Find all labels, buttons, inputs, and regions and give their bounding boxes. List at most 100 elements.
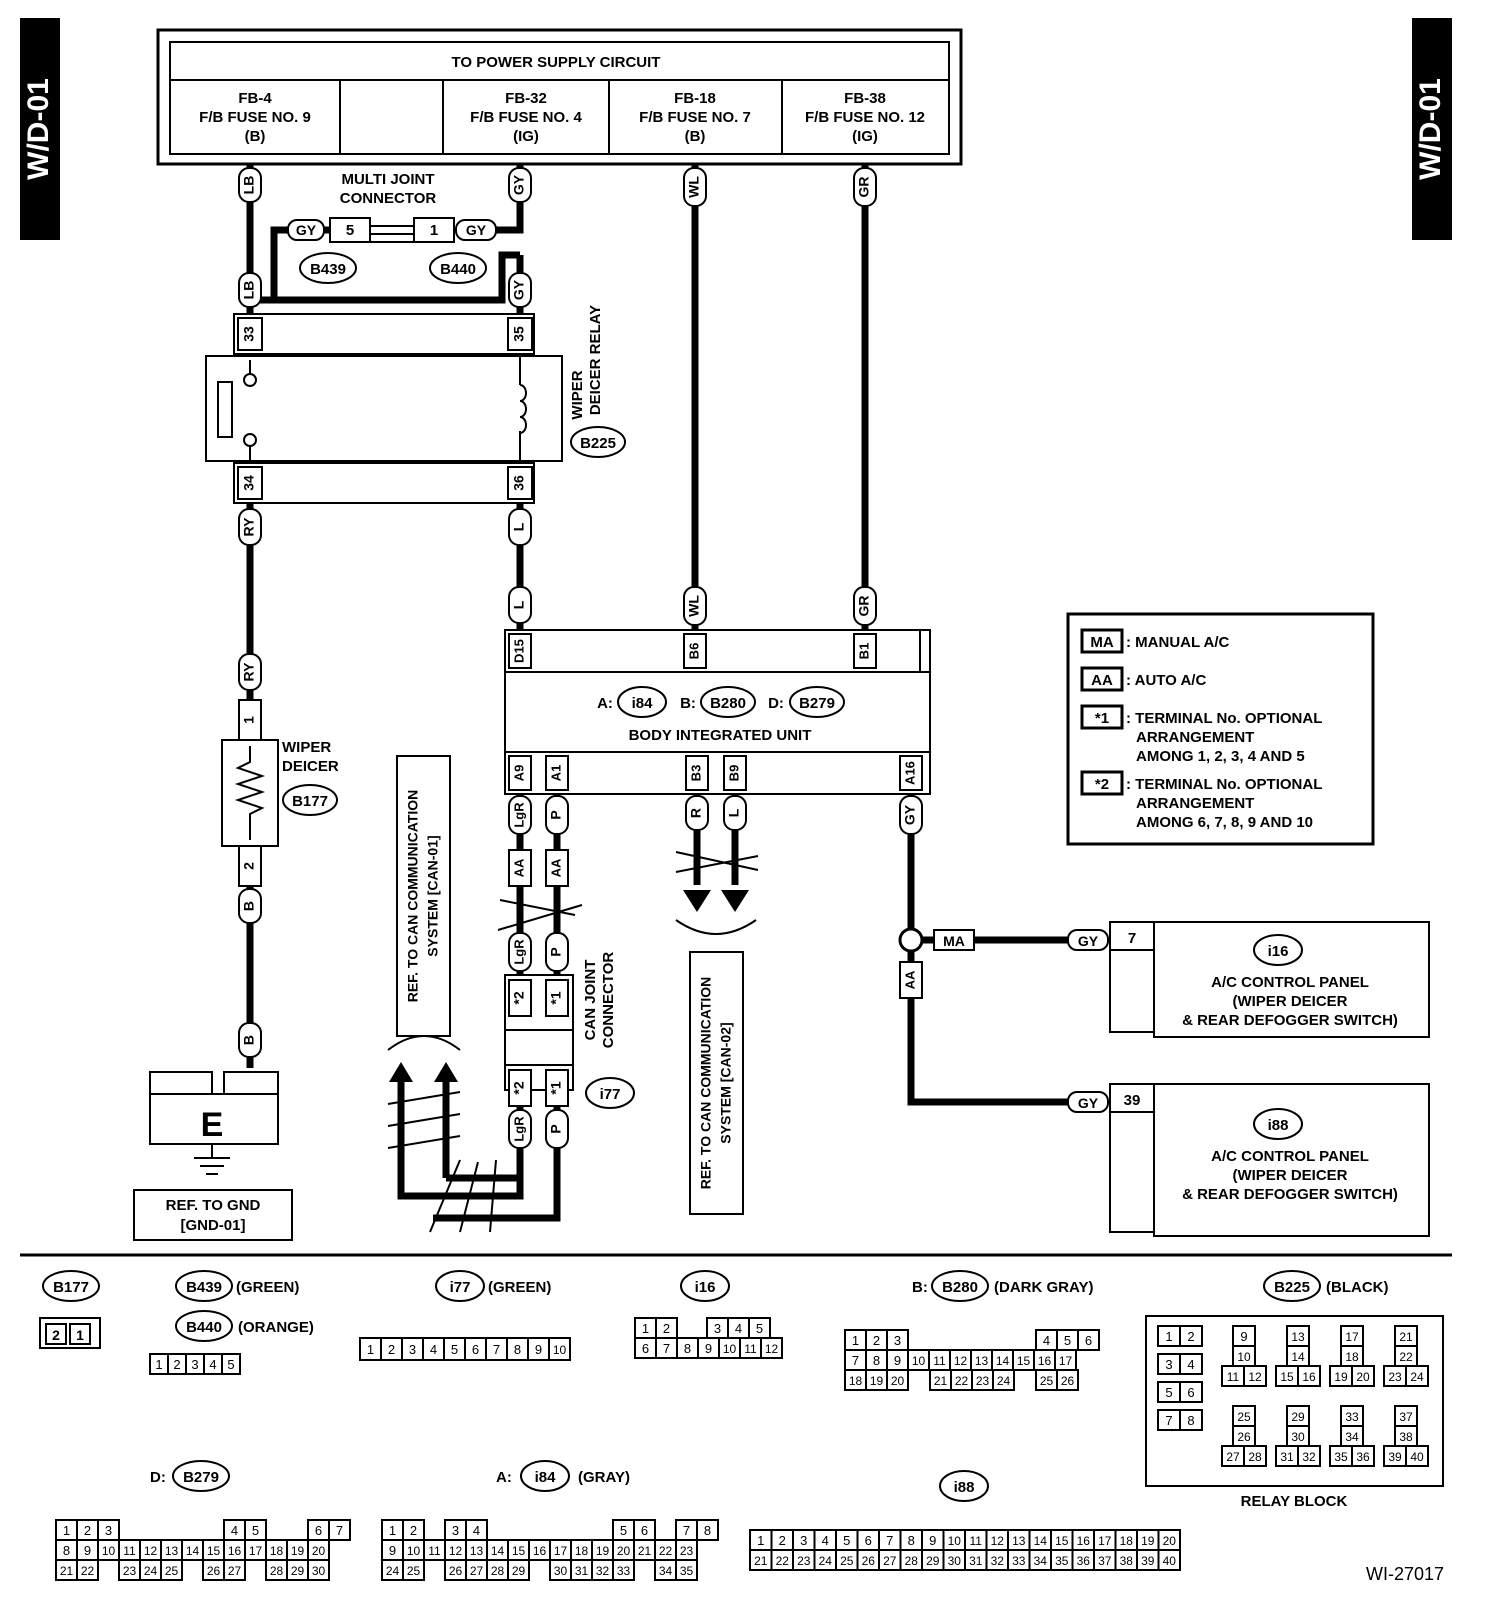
pin-cell (507, 1559, 530, 1581)
pin-number: 1 (1165, 1329, 1172, 1344)
pin-number: 32 (991, 1554, 1005, 1568)
pin-number: 27 (228, 1564, 242, 1578)
pin-number: 3 (714, 1321, 721, 1336)
wire-tag-b-deicer: B (241, 901, 257, 911)
can-ref-02: REF. TO CAN COMMUNICATION SYSTEM [CAN-02… (689, 951, 744, 1215)
pin-number: 24 (997, 1374, 1011, 1388)
pin-number: 7 (336, 1523, 343, 1538)
cv-b439-color: (GREEN) (236, 1279, 299, 1296)
pin-number: 22 (776, 1554, 790, 1568)
pin-number: 4 (1043, 1333, 1050, 1348)
pin-number: 1 (367, 1342, 374, 1357)
pin-number: 6 (865, 1533, 872, 1548)
pin-cell (1297, 1365, 1321, 1387)
pin-number: 35 (1334, 1450, 1348, 1464)
pin-number: 17 (249, 1544, 263, 1558)
pin-number: 6 (1085, 1333, 1092, 1348)
can-ref1-line1: REF. TO CAN COMMUNICATION (405, 790, 421, 1003)
pin-cell (548, 1337, 571, 1361)
pin-number: 19 (1334, 1370, 1348, 1384)
pin-number: 11 (970, 1534, 983, 1548)
pin-number: 5 (1064, 1333, 1071, 1348)
pin-cell (402, 1559, 425, 1581)
pin-number: 6 (1187, 1385, 1194, 1400)
pin-number: 11 (744, 1342, 757, 1356)
pin-number: 29 (512, 1564, 526, 1578)
biu-pin-d15: D15 (511, 639, 526, 663)
power-supply-title: TO POWER SUPPLY CIRCUIT (452, 54, 661, 71)
cv-b280-color: (DARK GRAY) (994, 1279, 1093, 1296)
ground-ref1: REF. TO GND (166, 1197, 261, 1214)
pin-number: 9 (389, 1543, 396, 1558)
pin-number: 2 (873, 1333, 880, 1348)
pin-number: 9 (929, 1533, 936, 1548)
biu-conn-a-prefix: A: (597, 695, 613, 712)
variant-ma: MA (943, 933, 965, 949)
wire-tags: LB LB GY GY WL GR RY RY L L WL GR B B Lg… (238, 167, 923, 1149)
pin-number: 19 (291, 1544, 305, 1558)
cv-b177-name: B177 (53, 1279, 89, 1296)
ac-panel-i88-line3: & REAR DEFOGGER SWITCH) (1182, 1186, 1398, 1203)
ground-letter: E (201, 1106, 224, 1144)
pin-number: 36 (1077, 1554, 1091, 1568)
pin-number: 18 (270, 1544, 284, 1558)
pin-number: 35 (1055, 1554, 1069, 1568)
multi-joint-connector: MULTI JOINT CONNECTOR GY 5 1 GY B439 B44… (287, 171, 497, 284)
pin-number: 33 (1012, 1554, 1026, 1568)
can-joint-star1-bottom: *1 (548, 1081, 564, 1094)
legend-star1-line2: ARRANGEMENT (1136, 729, 1254, 746)
cv-b280-prefix: B: (912, 1279, 928, 1296)
pin-number: 13 (165, 1544, 179, 1558)
pin-number: 34 (1345, 1430, 1359, 1444)
multi-joint-pin-left: 5 (346, 222, 354, 239)
pin-number: 15 (1017, 1354, 1031, 1368)
wire-tag-gy-top: GY (511, 174, 527, 195)
ac-panel-i16-connector: i16 (1268, 943, 1289, 960)
pin-number: 14 (1291, 1350, 1305, 1364)
variant-aa-a9: AA (511, 858, 526, 877)
wire-tag-gy-mj-right: GY (466, 222, 487, 238)
cv-b225-color: (BLACK) (1326, 1279, 1388, 1296)
pin-number: 37 (1098, 1554, 1112, 1568)
pin-number: 3 (452, 1523, 459, 1538)
legend-tag-star1: *1 (1095, 710, 1109, 727)
pin-cell (1077, 1329, 1100, 1351)
can-ref1-line2: SYSTEM [CAN-01] (425, 835, 441, 956)
wire-tag-lb-bottom: LB (241, 281, 257, 300)
wire-tag-b-ground: B (241, 1035, 257, 1045)
ac-panel-i16-line2: (WIPER DEICER (1232, 993, 1347, 1010)
legend-star2-line1: : TERMINAL No. OPTIONAL (1126, 776, 1322, 793)
pin-number: 23 (797, 1554, 811, 1568)
body-integrated-unit: D15 B6 B1 A: i84 B: B280 D: B279 BODY IN… (504, 629, 931, 795)
fuse-fb18-id: FB-18 (674, 90, 716, 107)
pin-number: 10 (407, 1544, 421, 1558)
pin-number: 16 (1302, 1370, 1316, 1384)
pin-number: 23 (976, 1374, 990, 1388)
multi-joint-label1: MULTI JOINT (341, 171, 434, 188)
wire-tag-lb-top: LB (241, 176, 257, 195)
pin-number: 12 (449, 1544, 463, 1558)
pin-cell (760, 1337, 783, 1359)
pin-number: 12 (954, 1354, 968, 1368)
pin-number: 4 (822, 1533, 829, 1548)
pin-number: 4 (735, 1321, 742, 1336)
pin-number: 18 (575, 1544, 589, 1558)
pin-number: 16 (533, 1544, 547, 1558)
pin-number: 2 (173, 1357, 180, 1372)
ac-panel-i88-wire: GY (1078, 1095, 1099, 1111)
deicer-pin-1: 1 (241, 716, 257, 724)
relay-pin-35: 35 (511, 326, 527, 342)
wire-tag-lgr-joint: LgR (511, 939, 526, 965)
legend-star1-line1: : TERMINAL No. OPTIONAL (1126, 710, 1322, 727)
legend-tag-star2: *2 (1095, 776, 1109, 793)
wire-tag-r: R (688, 808, 704, 818)
side-tab-right: W/D-01 (1412, 18, 1452, 240)
biu-name: BODY INTEGRATED UNIT (629, 727, 812, 744)
relay-connector: B225 (580, 435, 616, 452)
pin-number: 40 (1163, 1554, 1177, 1568)
ac-branch: MA AA (898, 927, 975, 999)
fuse-fb4-type: (B) (245, 128, 266, 145)
